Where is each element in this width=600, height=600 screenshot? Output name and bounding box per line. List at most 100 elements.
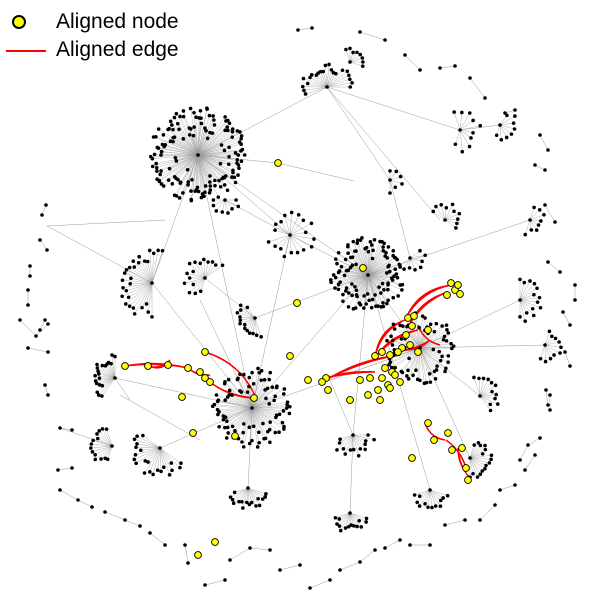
- node: [212, 118, 216, 122]
- edge: [195, 277, 206, 294]
- node: [181, 114, 186, 119]
- edge: [157, 447, 161, 471]
- node: [505, 113, 509, 118]
- edge: [349, 512, 358, 527]
- node: [418, 265, 423, 270]
- node: [203, 276, 207, 280]
- node: [93, 379, 98, 383]
- node: [150, 315, 154, 319]
- node: [407, 356, 411, 361]
- edge: [419, 347, 471, 459]
- node: [110, 444, 114, 448]
- edge: [367, 274, 402, 291]
- aligned-node: [164, 361, 172, 369]
- edge: [104, 511, 126, 521]
- node: [528, 279, 532, 283]
- node: [237, 166, 241, 171]
- node: [539, 219, 543, 223]
- node: [238, 318, 243, 322]
- node: [435, 364, 439, 368]
- node: [97, 429, 102, 433]
- edge: [367, 219, 531, 276]
- edge: [104, 445, 113, 459]
- node: [467, 111, 472, 115]
- node: [351, 447, 356, 452]
- edge: [251, 234, 291, 409]
- node: [199, 116, 203, 120]
- node: [150, 281, 154, 285]
- legend-label-aligned-node: Aligned node: [56, 10, 179, 33]
- node: [423, 253, 427, 258]
- node: [335, 522, 339, 526]
- edge: [444, 218, 458, 221]
- node: [363, 442, 367, 447]
- edge: [444, 519, 466, 526]
- aligned-node: [386, 351, 394, 359]
- node: [198, 289, 203, 294]
- edge: [237, 312, 256, 319]
- node: [46, 350, 50, 354]
- node: [95, 390, 100, 395]
- edge: [453, 112, 461, 131]
- edge: [119, 394, 201, 441]
- edge: [544, 344, 562, 348]
- edge: [191, 154, 199, 180]
- node: [358, 447, 363, 451]
- node: [173, 155, 178, 160]
- edge: [224, 199, 233, 209]
- node: [247, 331, 252, 335]
- node: [358, 30, 362, 34]
- node: [380, 281, 385, 286]
- edge: [152, 447, 161, 475]
- node: [192, 110, 196, 115]
- node: [218, 161, 223, 166]
- node: [185, 271, 189, 276]
- node: [471, 130, 475, 135]
- edge: [529, 219, 537, 231]
- node: [170, 123, 174, 127]
- edge: [367, 272, 387, 276]
- node: [109, 361, 113, 366]
- edge: [479, 391, 493, 397]
- edge: [254, 317, 257, 336]
- edge: [459, 112, 470, 131]
- node: [478, 518, 482, 522]
- node: [131, 306, 136, 310]
- node: [45, 248, 49, 252]
- node: [259, 378, 264, 383]
- edge: [275, 229, 291, 236]
- node: [369, 305, 374, 310]
- edge: [367, 274, 392, 279]
- node: [217, 424, 221, 429]
- edge: [499, 122, 514, 126]
- node: [226, 431, 230, 435]
- node: [411, 373, 415, 378]
- aligned-edge: [407, 291, 449, 329]
- node: [224, 436, 229, 440]
- node: [379, 291, 383, 295]
- edge: [227, 396, 253, 409]
- node: [532, 292, 536, 297]
- node: [523, 232, 528, 237]
- node: [212, 123, 217, 127]
- node: [178, 114, 182, 119]
- node: [186, 561, 190, 565]
- edge: [35, 323, 49, 337]
- node: [428, 322, 433, 327]
- node: [490, 389, 494, 394]
- node: [366, 273, 370, 277]
- node: [475, 475, 480, 479]
- edge: [149, 447, 161, 472]
- node: [222, 183, 227, 187]
- node: [442, 334, 447, 339]
- node: [533, 163, 537, 167]
- node: [236, 153, 241, 157]
- edge: [341, 266, 369, 276]
- node: [268, 420, 272, 424]
- edge: [455, 129, 461, 145]
- node: [438, 504, 443, 508]
- edge: [190, 128, 199, 156]
- node: [373, 548, 377, 552]
- node: [193, 260, 197, 265]
- edge: [59, 427, 73, 431]
